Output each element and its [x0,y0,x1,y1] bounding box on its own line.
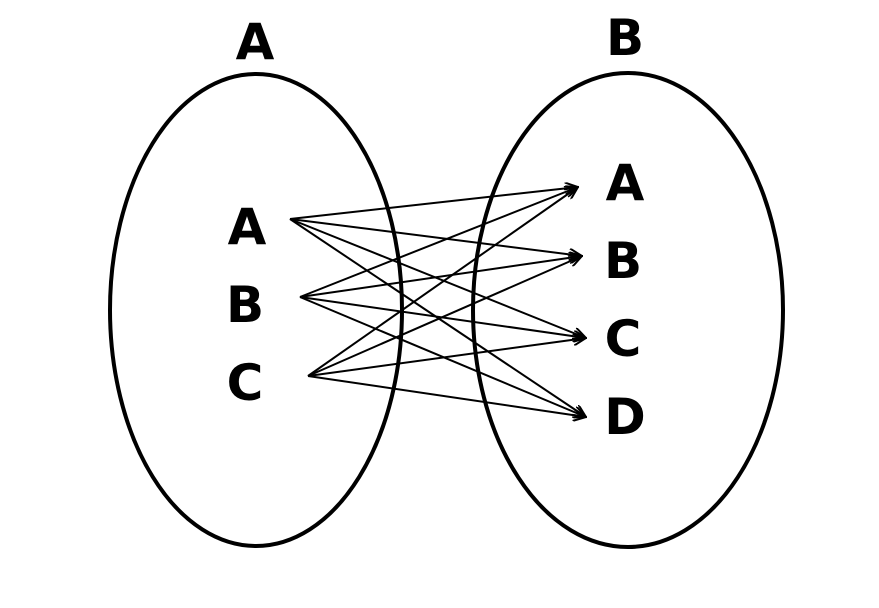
arrow-c-to-d [307,375,586,417]
set-a-element-c: C [227,354,264,412]
arrow-c-to-a [307,187,578,377]
set-a-title: A [236,13,275,71]
arrow-b-to-a [299,187,578,298]
arrow-a-to-b [289,218,582,256]
arrow-a-to-c [289,218,586,338]
arrow-c-to-b [307,256,582,377]
set-b-title: B [606,9,644,67]
set-a-element-b: B [226,276,264,334]
set-b-element-a: A [606,154,645,212]
mapping-arrows [289,187,586,417]
set-a-element-a: A [228,198,267,256]
arrow-b-to-b [299,256,582,298]
set-b-ellipse [471,71,785,549]
set-b-element-d: D [604,388,646,446]
arrow-c-to-c [307,338,586,377]
set-b-element-c: C [605,310,642,368]
arrow-a-to-a [289,187,578,220]
set-b-element-b: B [604,232,642,290]
